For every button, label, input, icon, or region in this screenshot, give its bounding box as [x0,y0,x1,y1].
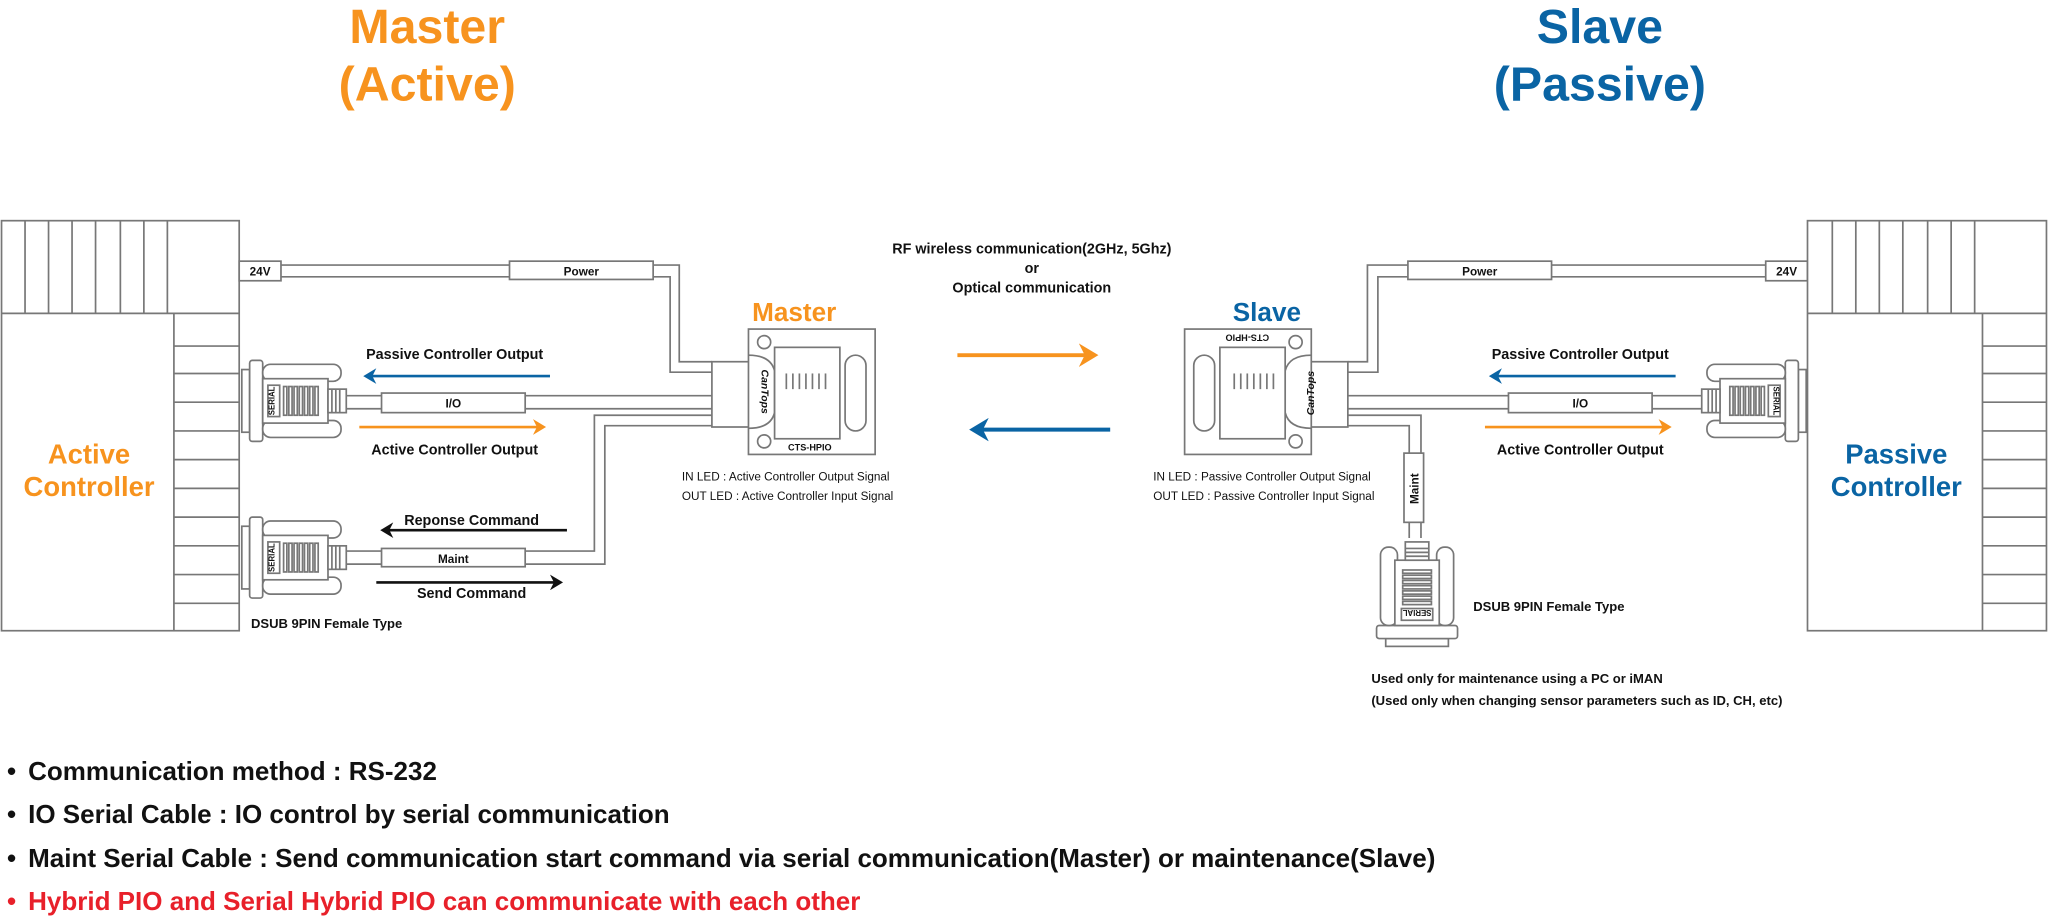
right-io-cable: I/O [1347,392,1702,414]
bullet-item: Communication method : RS-232 [7,756,437,787]
or-label: or [1025,261,1040,277]
passive-controller: Passive Controller [1806,219,2048,632]
passive-output-label: Passive Controller Output [366,347,543,363]
slave-device-label: Slave [1233,297,1301,327]
right-maint-cable: Maint [1347,414,1425,539]
right-maint-serial-connector [1375,541,1459,648]
maint-label: Maint [1408,473,1421,504]
cantops-logo: CanTops [759,370,770,414]
slave-model-label: CTS-HPIO [1225,332,1269,342]
serial-label: SERIAL [267,386,276,415]
active-output-label: Active Controller Output [371,442,538,458]
rf-label: RF wireless communication(2GHz, 5Ghz) [892,241,1171,257]
left-io-cable: I/O [346,392,712,414]
send-command-label: Send Command [417,586,526,602]
voltage-label: 24V [250,266,271,279]
slave-title-line2: (Passive) [1494,58,1706,112]
master-title-line2: (Active) [339,58,516,112]
master-title: Master (Active) [339,0,516,111]
active-output-label: Active Controller Output [1497,442,1664,458]
slave-out-led-note: OUT LED : Passive Controller Input Signa… [1153,490,1374,503]
cantops-logo: CanTops [1306,371,1317,415]
serial-label: SERIAL [1772,387,1781,416]
serial-label: SERIAL [1402,608,1431,617]
passive-output-label: Passive Controller Output [1492,347,1669,363]
power-label: Power [564,266,600,279]
left-power-cable: 24V Power [238,260,712,374]
bullet-item: Maint Serial Cable : Send communication … [7,843,1435,874]
master-device-label: Master [752,297,836,327]
io-label: I/O [446,397,462,410]
dsub-label: DSUB 9PIN Female Type [251,616,402,631]
active-controller-label-2: Controller [24,471,155,502]
maintenance-note-2: (Used only when changing sensor paramete… [1371,693,1782,708]
slave-in-led-note: IN LED : Passive Controller Output Signa… [1153,471,1370,484]
master-out-led-note: OUT LED : Active Controller Input Signal [682,490,893,503]
slave-title: Slave (Passive) [1494,0,1706,111]
io-label: I/O [1572,397,1588,410]
bullet-item: IO Serial Cable : IO control by serial c… [7,799,670,830]
left-maint-serial-connector [240,516,348,599]
master-model-label: CTS-HPIO [788,443,832,453]
maint-label: Maint [438,553,469,566]
passive-controller-label-2: Controller [1831,471,1962,502]
slave-title-line1: Slave [1537,0,1663,54]
maintenance-note: Used only for maintenance using a PC or … [1371,671,1662,686]
optical-label: Optical communication [952,281,1111,297]
master-title-line1: Master [349,0,505,54]
voltage-label: 24V [1776,266,1797,279]
active-controller-label: Active [48,439,130,470]
right-power-cable: Power 24V [1347,260,1809,374]
serial-label: SERIAL [267,543,276,572]
left-io-serial-connector [240,359,348,443]
master-device [711,328,876,456]
slave-device [1183,328,1349,456]
bullet-item-highlight: Hybrid PIO and Serial Hybrid PIO can com… [7,886,860,917]
dsub-label: DSUB 9PIN Female Type [1473,599,1624,614]
right-io-serial-connector [1700,359,1808,443]
left-maint-cable: Maint [346,414,712,568]
power-label: Power [1462,266,1498,279]
active-controller: Active Controller [0,219,241,632]
master-in-led-note: IN LED : Active Controller Output Signal [682,471,890,484]
passive-controller-label: Passive [1845,439,1947,470]
response-command-label: Reponse Command [404,513,539,529]
